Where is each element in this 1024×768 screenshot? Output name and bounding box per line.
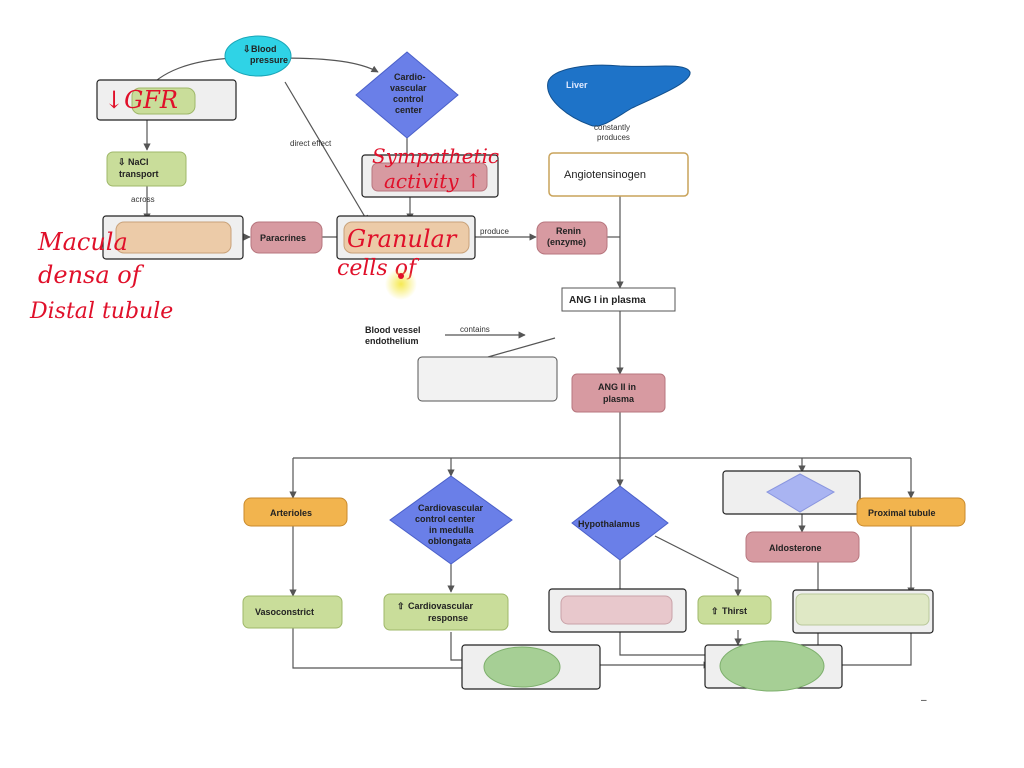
sympathetic-box: Sympathetic activity ↑: [361, 144, 499, 198]
cv-medulla-line-4: oblongata: [428, 536, 472, 546]
cv-line-1: Cardio-: [394, 72, 426, 82]
gfr-box: ↓GFR: [96, 79, 237, 121]
adrenal-box: [722, 470, 861, 515]
cv-response-label-2: response: [428, 613, 468, 623]
arterioles-node: Arterioles: [243, 497, 348, 527]
thirst-label: Thirst: [722, 606, 747, 616]
hypothalamus-result-box: [548, 588, 687, 633]
cv-medulla-line-2: control center: [415, 514, 476, 524]
macula-annotation-3: Distal tubule: [29, 299, 173, 324]
cv-line-2: vascular: [390, 83, 427, 93]
angiotensinogen-label: Angiotensinogen: [564, 169, 646, 181]
angiotensinogen-node: Angiotensinogen: [548, 152, 689, 197]
liver-node: Liver: [547, 64, 691, 127]
arterioles-label: Arterioles: [270, 508, 312, 518]
cv-line-3: control: [393, 94, 424, 104]
up-arrow-icon: ⇧: [711, 606, 719, 616]
nacl-transport-node: ⇩ NaCl transport: [106, 151, 187, 187]
sympathetic-annotation-2: activity ↑: [384, 169, 482, 193]
sympathetic-annotation-1: Sympathetic: [372, 144, 499, 168]
blood-vessel-label: Blood vessel: [365, 325, 421, 335]
thirst-node: ⇧ Thirst: [697, 595, 772, 625]
macula-annotation-1: Macula: [37, 228, 128, 256]
across-label: across: [131, 195, 155, 204]
ang1-label: ANG I in plasma: [569, 295, 646, 306]
hypothalamus-label: Hypothalamus: [578, 519, 640, 529]
down-arrow-icon: ⇩: [118, 157, 126, 167]
cv-line-4: center: [395, 105, 423, 115]
blood-pressure-node: ⇩ Blood pressure: [224, 35, 292, 77]
cv-control-center-top: Cardio- vascular control center: [355, 51, 459, 139]
outcome-box-right: [704, 640, 843, 692]
proximal-tubule-node: Proximal tubule: [856, 497, 966, 527]
gfr-annotation: ↓GFR: [104, 86, 178, 114]
ang2-node: ANG II in plasma: [571, 373, 666, 413]
down-arrow-icon: ⇩: [243, 44, 251, 54]
nacl-label: NaCl: [128, 157, 149, 167]
macula-annotation-2: densa of: [38, 261, 145, 289]
up-arrow-icon: ⇧: [397, 601, 405, 611]
ang2-label-2: plasma: [603, 394, 635, 404]
cv-response-label-1: Cardiovascular: [408, 601, 474, 611]
vasoconstrict-node: Vasoconstrict: [242, 595, 343, 629]
dash-mark: –: [921, 695, 927, 706]
contains-label: contains: [460, 325, 490, 334]
paracrines-node: Paracrines: [250, 221, 323, 254]
proximal-tubule-label: Proximal tubule: [868, 508, 936, 518]
renin-label: Renin: [556, 226, 581, 236]
ang2-label-1: ANG II in: [598, 382, 636, 392]
proximal-result-box: [792, 589, 934, 634]
renin-node: Renin (enzyme): [536, 221, 608, 255]
cv-medulla-line-3: in medulla: [429, 525, 475, 535]
blood-pressure-label-1: Blood: [251, 44, 277, 54]
transport-label: transport: [119, 169, 159, 179]
enzyme-label: (enzyme): [547, 237, 586, 247]
aldosterone-label: Aldosterone: [769, 543, 822, 553]
direct-effect-label: direct effect: [290, 139, 332, 148]
aldosterone-node: Aldosterone: [745, 531, 860, 563]
cv-response-node: ⇧ Cardiovascular response: [383, 593, 509, 631]
liver-label: Liver: [566, 80, 588, 90]
granular-cells-box: [336, 215, 476, 260]
ang1-node: ANG I in plasma: [561, 287, 676, 312]
produces-label: produces: [597, 133, 630, 142]
cv-medulla-line-1: Cardiovascular: [418, 503, 484, 513]
produce-label: produce: [480, 227, 509, 236]
cursor-highlight: [385, 268, 417, 300]
constantly-label: constantly: [594, 123, 630, 132]
cv-medulla-node: Cardiovascular control center in medulla…: [389, 475, 513, 565]
granular-annotation-1: Granular: [347, 225, 458, 253]
cursor-dot: [398, 273, 404, 279]
outcome-box-left: [461, 644, 601, 690]
blood-pressure-label-2: pressure: [250, 55, 288, 65]
paracrines-label: Paracrines: [260, 233, 306, 243]
blank-box: [417, 356, 558, 402]
hypothalamus-node: Hypothalamus: [571, 485, 669, 561]
macula-densa-box: [102, 215, 244, 260]
vasoconstrict-label: Vasoconstrict: [255, 607, 314, 617]
endothelium-label: endothelium: [365, 336, 419, 346]
